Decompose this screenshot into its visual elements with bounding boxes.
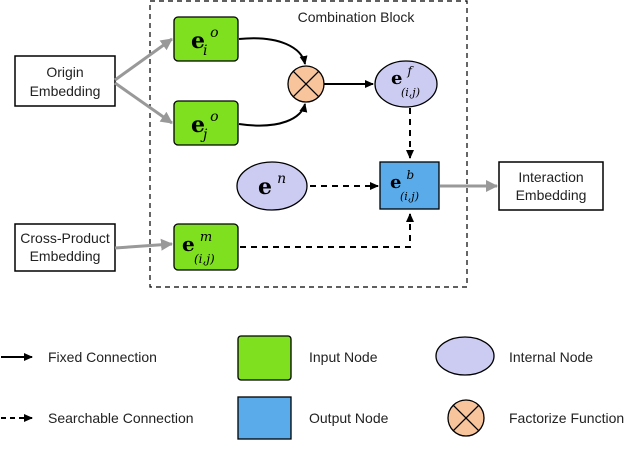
svg-text:Input Node: Input Node	[309, 349, 378, 365]
origin-to-ej-arrow	[114, 81, 173, 125]
svg-text:(i,j): (i,j)	[400, 190, 419, 203]
interaction-embedding-box: Interaction Embedding	[498, 161, 604, 211]
svg-text:(i,j): (i,j)	[401, 86, 420, 99]
em-to-eb-arrow	[240, 213, 414, 248]
svg-text:Fixed Connection: Fixed Connection	[48, 349, 157, 365]
input-node-e-j-o: e o j	[173, 100, 239, 146]
ej-to-factorize-arrow	[238, 103, 308, 127]
svg-text:Factorize Function: Factorize Function	[509, 410, 624, 426]
legend-factorize-function: Factorize Function	[447, 399, 624, 437]
svg-text:e n: e n	[258, 171, 286, 200]
svg-text:e o: e o	[191, 25, 219, 54]
internal-node-e-n: e n	[236, 161, 308, 211]
cross-product-embedding-box: Cross-Product Embedding	[14, 223, 116, 272]
combination-block	[149, 0, 468, 288]
svg-text:j: j	[200, 127, 208, 143]
svg-text:e b: e b	[390, 168, 414, 193]
legend-output-node: Output Node	[237, 396, 389, 440]
origin-embedding-line1: Origin	[46, 64, 83, 80]
combination-block-title: Combination Block	[298, 9, 416, 25]
legend-fixed-connection: Fixed Connection	[1, 349, 157, 365]
svg-text:e f: e f	[391, 64, 415, 89]
origin-embedding-box: Origin Embedding	[14, 55, 116, 107]
svg-text:Output Node: Output Node	[309, 410, 389, 426]
svg-text:e m: e m	[182, 230, 212, 256]
legend-input-node: Input Node	[237, 335, 378, 381]
legend: Fixed Connection Searchable Connection I…	[1, 335, 624, 440]
svg-text:Searchable Connection: Searchable Connection	[48, 410, 194, 426]
origin-to-ei-arrow	[114, 37, 173, 82]
input-node-e-ij-m: e m (i,j)	[173, 223, 239, 271]
cross-product-embedding-line2: Embedding	[30, 248, 101, 264]
origin-embedding-line2: Embedding	[30, 83, 101, 99]
crossproduct-to-em-arrow	[114, 238, 173, 251]
legend-internal-node: Internal Node	[435, 336, 593, 376]
output-node-e-ij-b: e b (i,j)	[379, 161, 440, 210]
svg-text:(i,j): (i,j)	[194, 252, 215, 266]
ei-to-factorize-arrow	[238, 37, 308, 65]
legend-searchable-connection: Searchable Connection	[1, 410, 194, 426]
input-node-e-i-o: e o i	[173, 16, 239, 62]
svg-text:e o: e o	[191, 109, 219, 138]
svg-text:i: i	[203, 43, 207, 59]
factorize-function-node	[287, 65, 325, 103]
internal-node-e-ij-f: e f (i,j)	[374, 60, 438, 108]
interaction-embedding-line2: Embedding	[516, 187, 587, 203]
cross-product-embedding-line1: Cross-Product	[20, 230, 110, 246]
interaction-embedding-line1: Interaction	[518, 169, 583, 185]
svg-text:Internal Node: Internal Node	[509, 349, 593, 365]
